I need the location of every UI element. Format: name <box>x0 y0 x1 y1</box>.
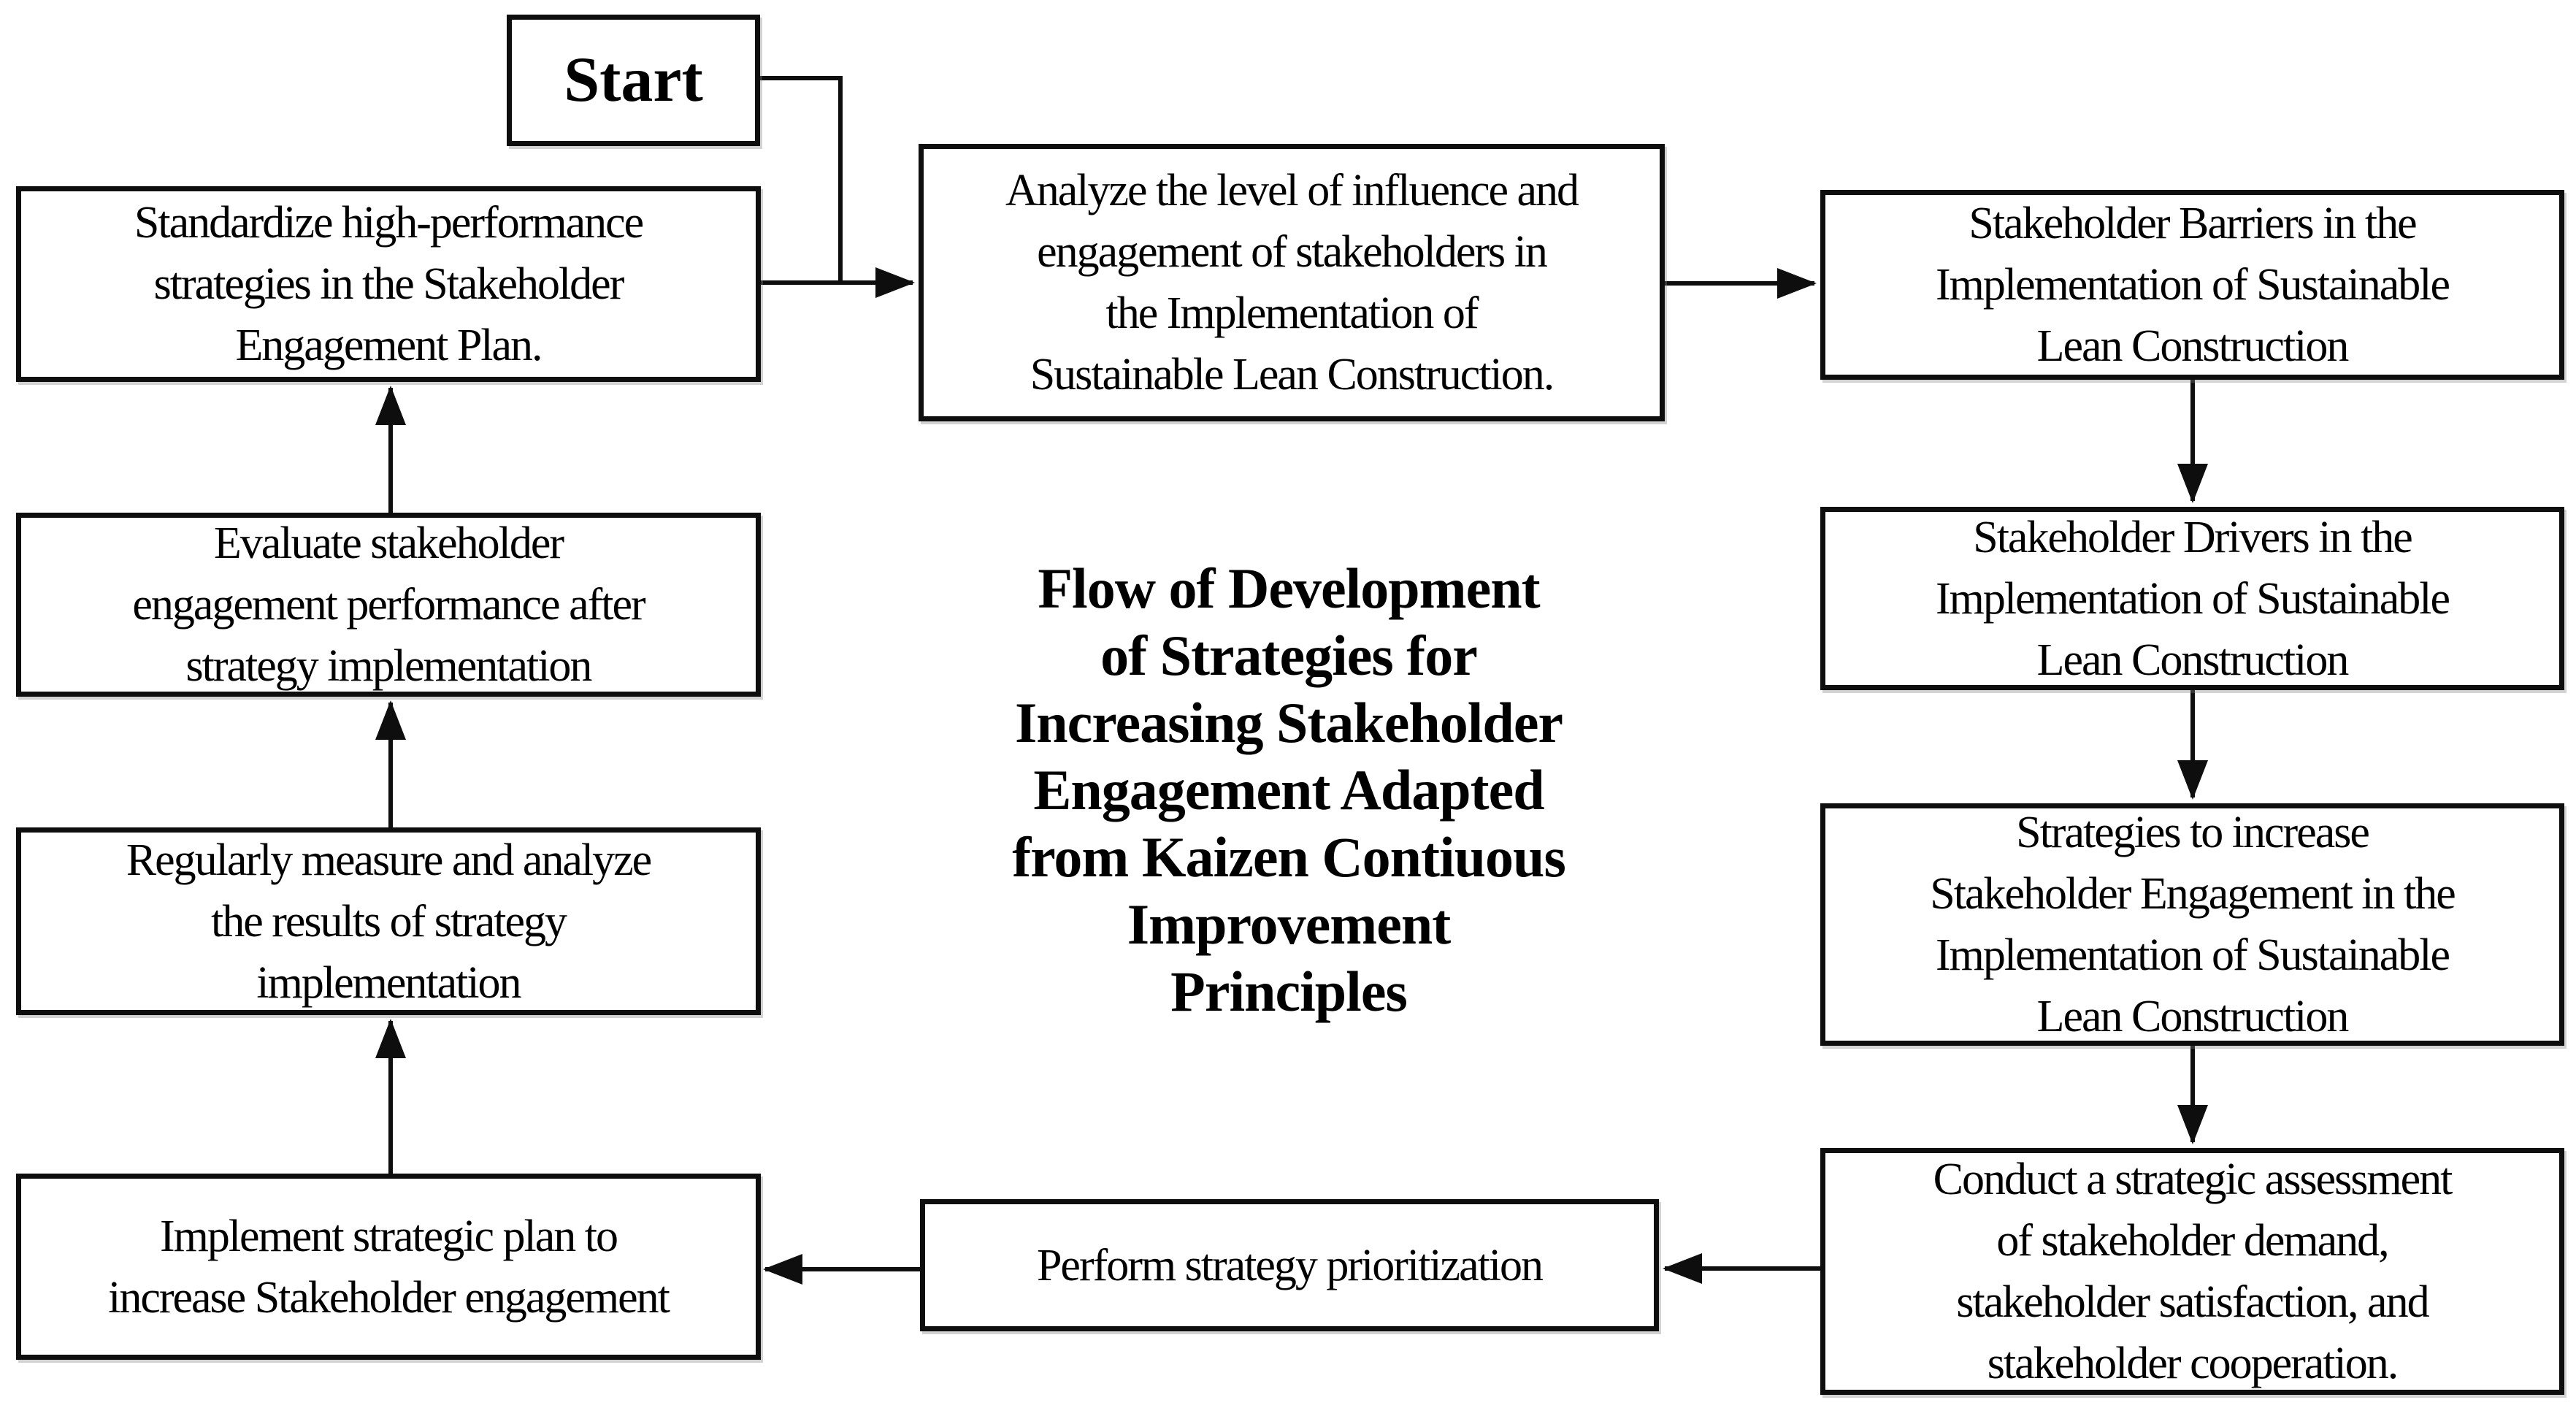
node-evaluate: Evaluate stakeholder engagement performa… <box>16 513 761 697</box>
diagram-title: Flow of Development of Strategies for In… <box>1012 556 1566 1023</box>
node-analyze: Analyze the level of influence and engag… <box>919 144 1665 421</box>
node-start: Start <box>507 15 760 146</box>
node-measure: Regularly measure and analyze the result… <box>16 827 761 1015</box>
edge-start-elbow <box>760 76 843 283</box>
node-standardize: Standardize high-performance strategies … <box>16 186 761 382</box>
node-strategies: Strategies to increase Stakeholder Engag… <box>1820 803 2564 1046</box>
node-barriers: Stakeholder Barriers in the Implementati… <box>1820 190 2564 380</box>
node-drivers: Stakeholder Drivers in the Implementatio… <box>1820 507 2564 690</box>
node-implement: Implement strategic plan to increase Sta… <box>16 1174 761 1360</box>
node-conduct: Conduct a strategic assessment of stakeh… <box>1820 1148 2564 1395</box>
node-perform: Perform strategy prioritization <box>920 1199 1659 1331</box>
